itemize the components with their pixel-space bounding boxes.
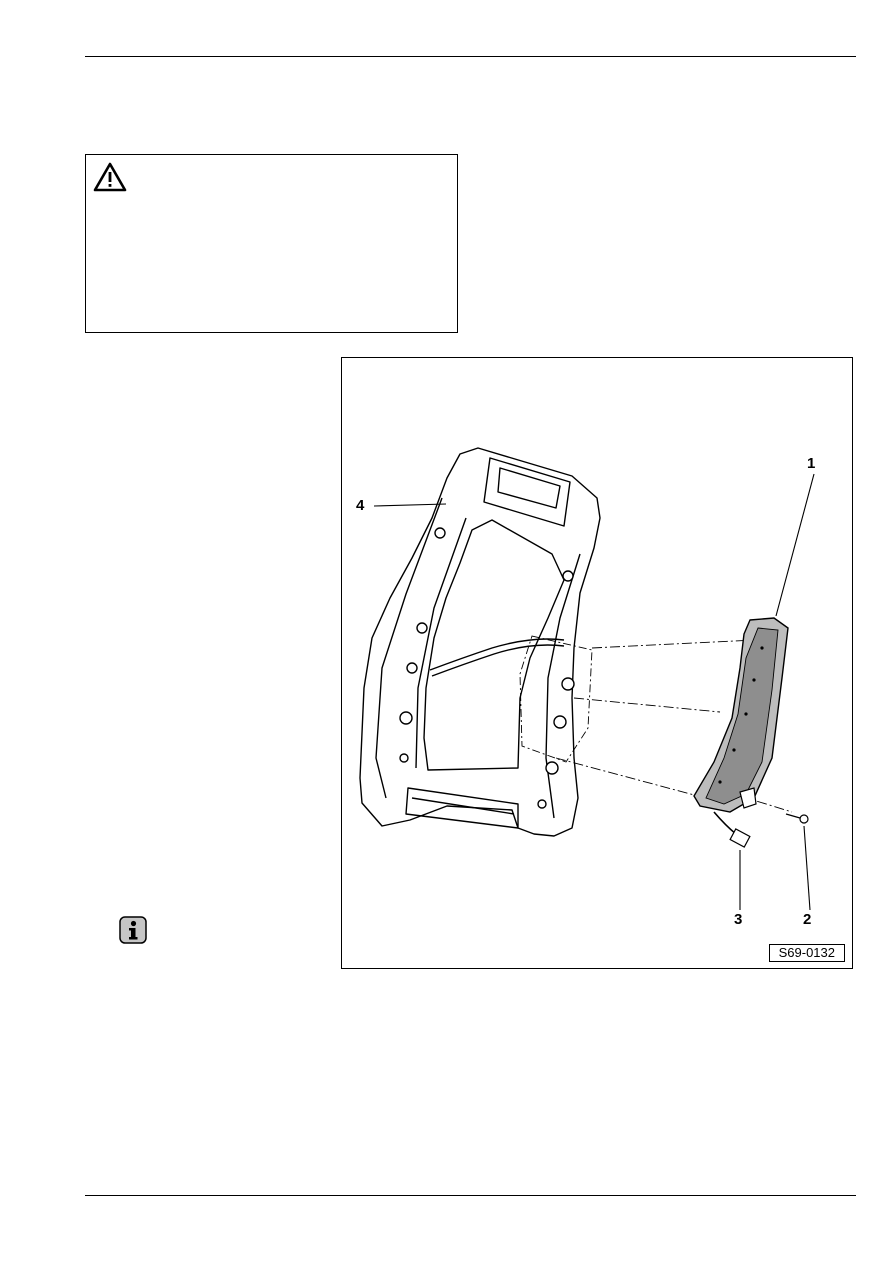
backrest-opening (423, 519, 565, 771)
info-icon (119, 916, 147, 944)
header-rule (85, 56, 856, 57)
warning-triangle-icon (93, 162, 127, 192)
callout-3: 3 (734, 911, 743, 928)
callout-4: 4 (356, 497, 365, 514)
callout-1: 1 (807, 455, 816, 472)
footer-rule (85, 1195, 856, 1196)
figure-reference-label: S69-0132 (768, 944, 845, 962)
callout-2: 2 (803, 911, 812, 928)
exploded-view-figure: 1 2 3 4 S69-0132 (341, 357, 853, 969)
seat-backrest-airbag-drawing (359, 447, 815, 911)
connector-cable (713, 811, 737, 835)
backrest-frame (359, 447, 601, 837)
warning-box (85, 154, 458, 333)
screw (785, 813, 809, 824)
